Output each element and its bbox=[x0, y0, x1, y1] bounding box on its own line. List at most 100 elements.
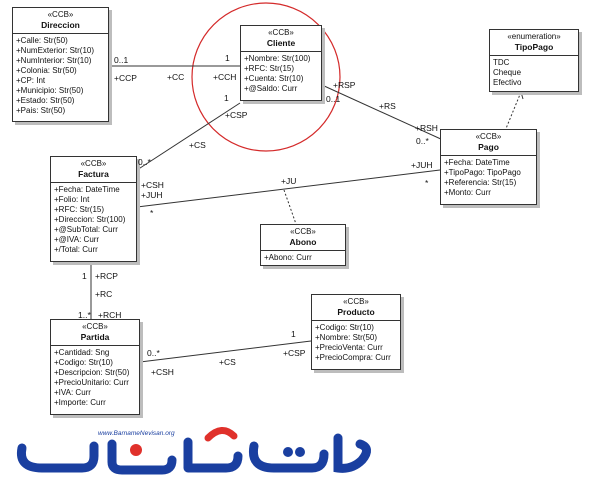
class-name: Factura bbox=[78, 169, 109, 179]
enum-literals: TDC Cheque Efectivo bbox=[490, 56, 578, 90]
class-attribute: +Calle: Str(50) bbox=[16, 36, 68, 45]
class-name: Direccion bbox=[41, 20, 80, 30]
class-stereotype: «CCB» bbox=[475, 132, 502, 141]
class-attribute: +Monto: Curr bbox=[444, 188, 491, 197]
class-name: Pago bbox=[478, 142, 499, 152]
highlight-circle bbox=[191, 2, 341, 152]
class-attribute: +Estado: Str(50) bbox=[16, 96, 75, 105]
role-label: +RCP bbox=[95, 271, 118, 281]
role-label: +CS bbox=[219, 357, 236, 367]
role-label: +RSH bbox=[415, 123, 438, 133]
class-attribute: +Descripcion: Str(50) bbox=[54, 368, 130, 377]
multiplicity-label: * bbox=[425, 178, 429, 188]
multiplicity-label: * bbox=[150, 208, 154, 218]
assoc-factura-pago bbox=[136, 169, 441, 208]
class-name: Producto bbox=[337, 307, 375, 317]
class-attribute: +NumInterior: Str(10) bbox=[16, 56, 92, 65]
class-stereotype: «CCB» bbox=[290, 227, 316, 236]
role-label: +CC bbox=[167, 72, 185, 82]
enum-literal: Cheque bbox=[493, 68, 522, 77]
class-attribute: +IVA: Curr bbox=[54, 388, 91, 397]
class-attribute: +Codigo: Str(10) bbox=[315, 323, 374, 332]
class-attribute: +RFC: Str(15) bbox=[244, 64, 295, 73]
class-attribute: +Fecha: DateTime bbox=[444, 158, 510, 167]
class-header: «CCB» Abono bbox=[261, 225, 345, 251]
class-attribute: +/Total: Curr bbox=[54, 245, 98, 254]
class-name: Abono bbox=[289, 237, 317, 247]
class-attribute: +Importe: Curr bbox=[54, 398, 106, 407]
role-label: +CSH bbox=[151, 367, 174, 377]
class-abono[interactable]: «CCB» Abono +Abono: Curr bbox=[260, 224, 346, 266]
multiplicity-label: 0..* bbox=[138, 157, 151, 167]
role-label: +CSH bbox=[141, 180, 164, 190]
class-attribute: +CP: Int bbox=[16, 76, 46, 85]
multiplicity-label: 0..1 bbox=[114, 55, 129, 65]
class-attribute: +@Saldo: Curr bbox=[244, 84, 298, 93]
class-attribute: +Pais: Str(50) bbox=[16, 106, 66, 115]
role-label: +CCH bbox=[213, 72, 237, 82]
assoc-partida-producto bbox=[139, 340, 312, 363]
class-header: «CCB» Partida bbox=[51, 320, 139, 346]
class-attributes: +Fecha: DateTime +Folio: Int +RFC: Str(1… bbox=[51, 183, 136, 257]
class-attributes: +Nombre: Str(100) +RFC: Str(15) +Cuenta:… bbox=[241, 52, 321, 96]
class-attribute: +Municipio: Str(50) bbox=[16, 86, 84, 95]
class-attribute: +@IVA: Curr bbox=[54, 235, 100, 244]
role-label: +CCP bbox=[114, 73, 137, 83]
class-attribute: +Fecha: DateTime bbox=[54, 185, 120, 194]
barnamenevisan-logo bbox=[16, 427, 371, 475]
class-header: «CCB» Cliente bbox=[241, 26, 321, 52]
class-header: «CCB» Direccion bbox=[13, 8, 108, 34]
class-stereotype: «CCB» bbox=[80, 159, 107, 168]
class-attribute: +RFC: Str(15) bbox=[54, 205, 105, 214]
class-attributes: +Cantidad: Sng +Codigo: Str(10) +Descrip… bbox=[51, 346, 139, 410]
class-header: «enumeration» TipoPago bbox=[490, 30, 578, 56]
class-attribute: +PrecioUnitario: Curr bbox=[54, 378, 129, 387]
enum-literal: TDC bbox=[493, 58, 510, 67]
role-label: +RCH bbox=[98, 310, 122, 320]
class-producto[interactable]: «CCB» Producto +Codigo: Str(10) +Nombre:… bbox=[311, 294, 401, 370]
role-label: +RC bbox=[95, 289, 113, 299]
class-factura[interactable]: «CCB» Factura +Fecha: DateTime +Folio: I… bbox=[50, 156, 137, 262]
enum-literal: Efectivo bbox=[493, 78, 522, 87]
class-attribute: +Direccion: Str(100) bbox=[54, 215, 126, 224]
class-attribute: +Nombre: Str(100) bbox=[244, 54, 311, 63]
class-pago[interactable]: «CCB» Pago +Fecha: DateTime +TipoPago: T… bbox=[440, 129, 537, 205]
class-stereotype: «CCB» bbox=[343, 297, 369, 306]
class-tipopago[interactable]: «enumeration» TipoPago TDC Cheque Efecti… bbox=[489, 29, 579, 92]
role-label: +JUH bbox=[141, 190, 163, 200]
class-stereotype: «CCB» bbox=[47, 10, 74, 19]
class-attribute: +Referencia: Str(15) bbox=[444, 178, 517, 187]
multiplicity-label: 1 bbox=[224, 93, 229, 103]
class-attributes: +Calle: Str(50) +NumExterior: Str(10) +N… bbox=[13, 34, 108, 118]
class-attribute: +PrecioVenta: Curr bbox=[315, 343, 383, 352]
role-label: +CSP bbox=[225, 110, 248, 120]
dependency-arrowhead bbox=[513, 91, 524, 100]
class-name: TipoPago bbox=[514, 42, 554, 52]
class-attribute: +Colonia: Str(50) bbox=[16, 66, 77, 75]
multiplicity-label: 1..* bbox=[78, 310, 91, 320]
class-attributes: +Codigo: Str(10) +Nombre: Str(50) +Preci… bbox=[312, 321, 400, 365]
multiplicity-label: 0..* bbox=[147, 348, 160, 358]
class-direccion[interactable]: «CCB» Direccion +Calle: Str(50) +NumExte… bbox=[12, 7, 109, 122]
class-cliente[interactable]: «CCB» Cliente +Nombre: Str(100) +RFC: St… bbox=[240, 25, 322, 101]
multiplicity-label: 1 bbox=[82, 271, 87, 281]
multiplicity-label: 0..* bbox=[416, 136, 429, 146]
class-partida[interactable]: «CCB» Partida +Cantidad: Sng +Codigo: St… bbox=[50, 319, 140, 415]
assoc-class-link-abono bbox=[283, 189, 297, 225]
class-stereotype: «CCB» bbox=[82, 322, 108, 331]
assoc-cliente-factura bbox=[136, 102, 241, 171]
class-attribute: +Folio: Int bbox=[54, 195, 90, 204]
class-header: «CCB» Factura bbox=[51, 157, 136, 183]
multiplicity-label: 0..1 bbox=[326, 94, 341, 104]
class-attribute: +@SubTotal: Curr bbox=[54, 225, 118, 234]
class-attribute: +PrecioCompra: Curr bbox=[315, 353, 391, 362]
class-attribute: +TipoPago: TipoPago bbox=[444, 168, 521, 177]
class-header: «CCB» Pago bbox=[441, 130, 536, 156]
class-attributes: +Fecha: DateTime +TipoPago: TipoPago +Re… bbox=[441, 156, 536, 200]
dependency-pago-tipopago bbox=[504, 91, 522, 132]
class-attribute: +Abono: Curr bbox=[264, 253, 312, 262]
class-stereotype: «CCB» bbox=[268, 28, 294, 37]
role-label: +CSP bbox=[283, 348, 306, 358]
class-header: «CCB» Producto bbox=[312, 295, 400, 321]
